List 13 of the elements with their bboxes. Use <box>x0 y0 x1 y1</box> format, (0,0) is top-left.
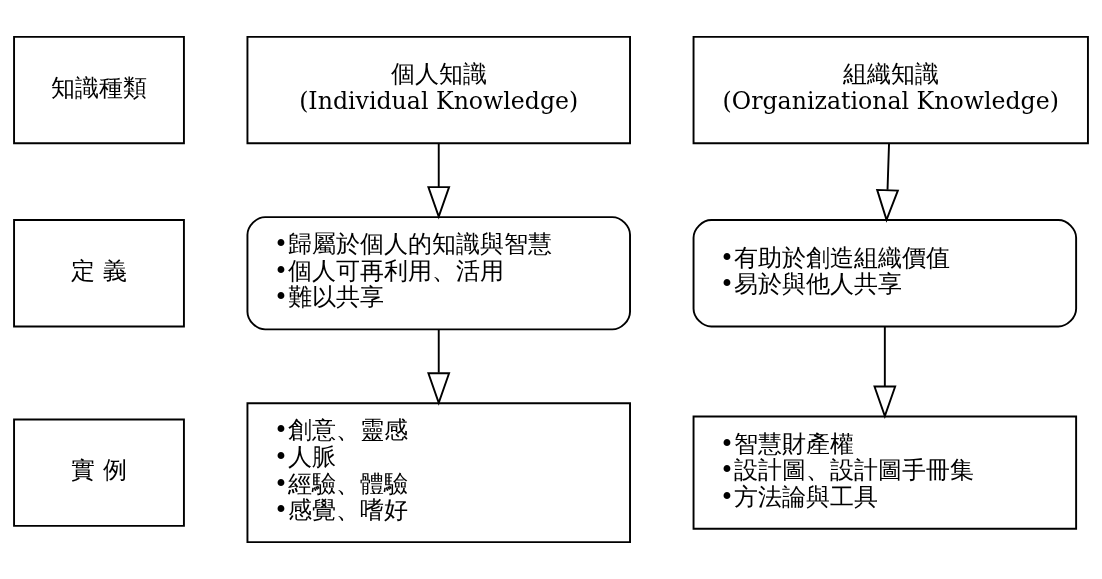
arrow <box>875 142 900 223</box>
node-box: 知識種類 <box>13 35 185 145</box>
node-box: •創意、靈感 •人脈 •經驗、體驗 •感覺、嗜好 <box>246 402 631 544</box>
arrow <box>427 328 451 406</box>
node-box: 組織知識 (Organizational Knowledge) <box>692 35 1089 145</box>
node-box: •智慧財產權 •設計圖、設計圖手冊集 •方法論與工具 <box>692 415 1078 530</box>
node-box: 定 義 <box>13 219 185 328</box>
arrow <box>873 325 897 419</box>
node-box: 個人知識 (Individual Knowledge) <box>246 35 631 145</box>
arrow <box>427 142 451 220</box>
node-box: •歸屬於個人的知識與智慧 •個人可再利用、活用 •難以共享 <box>246 216 631 331</box>
node-box: •有助於創造組織價值 •易於與他人共享 <box>692 219 1078 328</box>
node-box: 實 例 <box>13 418 185 527</box>
